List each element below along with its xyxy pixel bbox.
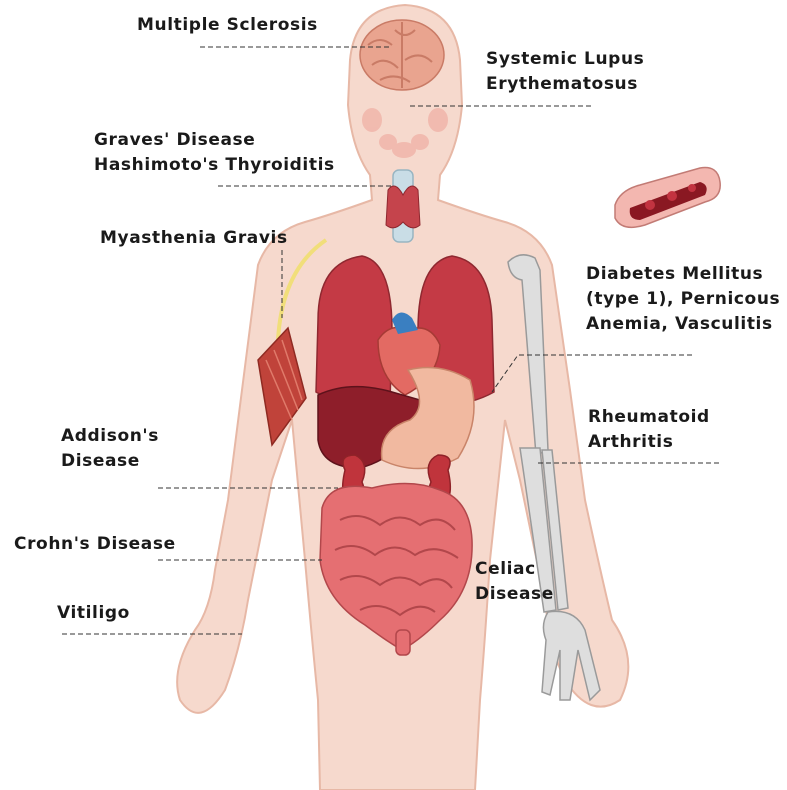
label-diabetes-line3: Anemia, Vasculitis — [586, 312, 780, 337]
label-addison: Addison's Disease — [61, 424, 159, 474]
label-addison-line1: Addison's — [61, 424, 159, 449]
label-multiple-sclerosis: Multiple Sclerosis — [137, 13, 318, 38]
label-rheumatoid-line2: Arthritis — [588, 430, 710, 455]
brain-icon — [360, 20, 444, 90]
blood-vessel-icon — [615, 168, 720, 228]
label-diabetes: Diabetes Mellitus (type 1), Pernicous An… — [586, 262, 780, 337]
label-thyroid: Graves' Disease Hashimoto's Thyroiditis — [94, 128, 335, 178]
label-hashimoto: Hashimoto's Thyroiditis — [94, 153, 335, 178]
label-crohn-text: Crohn's Disease — [14, 532, 176, 557]
label-celiac-line2: Disease — [475, 582, 554, 607]
label-graves: Graves' Disease — [94, 128, 335, 153]
label-multiple-sclerosis-text: Multiple Sclerosis — [137, 13, 318, 38]
label-diabetes-line2: (type 1), Pernicous — [586, 287, 780, 312]
label-celiac-line1: Celiac — [475, 557, 554, 582]
label-rheumatoid-line1: Rheumatoid — [588, 405, 710, 430]
label-myasthenia: Myasthenia Gravis — [100, 226, 288, 251]
label-vitiligo-text: Vitiligo — [57, 601, 130, 626]
label-lupus-line1: Systemic Lupus — [486, 47, 644, 72]
label-rheumatoid: Rheumatoid Arthritis — [588, 405, 710, 455]
label-myasthenia-text: Myasthenia Gravis — [100, 226, 288, 251]
label-celiac: Celiac Disease — [475, 557, 554, 607]
label-addison-line2: Disease — [61, 449, 159, 474]
label-lupus: Systemic Lupus Erythematosus — [486, 47, 644, 97]
label-vitiligo: Vitiligo — [57, 601, 130, 626]
label-lupus-line2: Erythematosus — [486, 72, 644, 97]
label-diabetes-line1: Diabetes Mellitus — [586, 262, 780, 287]
label-crohn: Crohn's Disease — [14, 532, 176, 557]
